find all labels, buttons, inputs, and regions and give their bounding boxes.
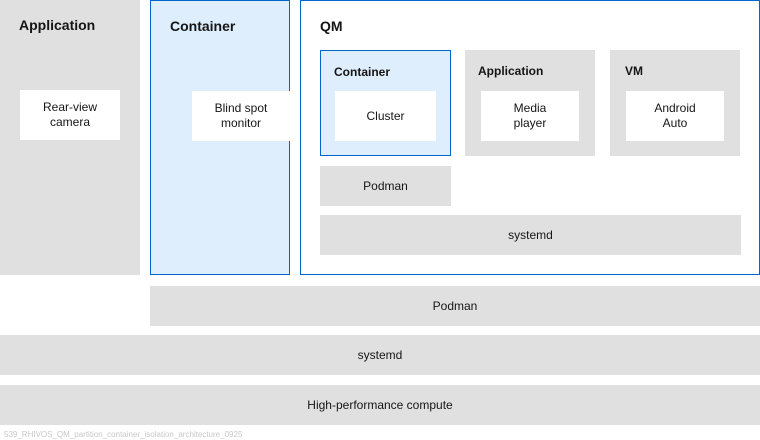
rear-view-camera-box: Rear-view camera <box>20 90 120 140</box>
host-podman-layer: Podman <box>150 286 760 326</box>
qm-application-box: Application Media player <box>465 50 595 156</box>
application-column: Application Rear-view camera <box>0 0 140 275</box>
qm-vm-title: VM <box>625 64 643 78</box>
diagram-id-note: 539_RHIVOS_QM_partition_container_isolat… <box>4 430 243 439</box>
cluster-box: Cluster <box>335 91 436 141</box>
qm-partition: QM Container Cluster Application Media p… <box>300 0 760 275</box>
high-performance-compute-layer: High-performance compute <box>0 385 760 425</box>
qm-podman-layer: Podman <box>320 166 451 206</box>
container-column-title: Container <box>170 18 236 34</box>
application-column-title: Application <box>19 17 96 33</box>
blind-spot-monitor-box: Blind spot monitor <box>192 91 290 141</box>
host-systemd-layer: systemd <box>0 335 760 375</box>
media-player-box: Media player <box>481 91 579 141</box>
qm-container-title: Container <box>334 65 391 79</box>
qm-application-title: Application <box>478 64 544 78</box>
qm-vm-box: VM Android Auto <box>610 50 740 156</box>
android-auto-box: Android Auto <box>626 91 724 141</box>
qm-container-box: Container Cluster <box>320 50 451 156</box>
qm-systemd-layer: systemd <box>320 215 741 255</box>
qm-title: QM <box>320 18 343 34</box>
container-column: Container Blind spot monitor <box>150 0 290 275</box>
